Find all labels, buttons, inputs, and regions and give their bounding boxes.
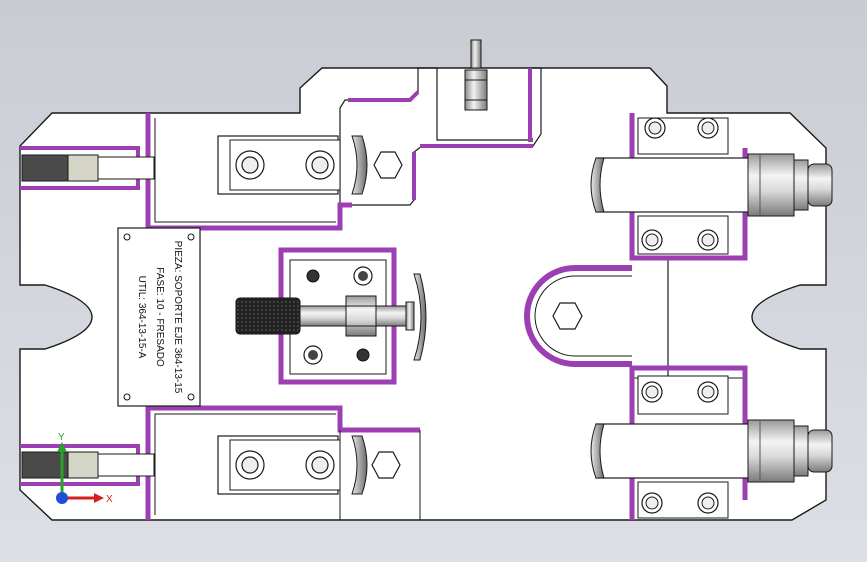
top-hex-nut	[464, 39, 488, 111]
upper-right-clamp	[590, 113, 833, 261]
upper-left-clamp-pocket	[145, 113, 368, 231]
lower-left-clamp-pocket	[145, 405, 421, 520]
lower-hex-boss	[371, 451, 401, 479]
left-locator-top	[20, 146, 155, 190]
triad-y-label: Y	[58, 432, 65, 443]
plate-label-line2: FASE: 10 - FRESADO	[154, 267, 165, 367]
top-center-block	[339, 67, 542, 206]
identification-plate: PIEZA: SOPORTE EJE 364-13-15 FASE: 10 - …	[117, 227, 201, 407]
plate-label-line3: UTIL: 364-13-15-A	[136, 276, 147, 359]
plate-label-line1: PIEZA: SOPORTE EJE 364-13-15	[172, 241, 183, 394]
lower-right-clamp	[590, 365, 833, 520]
triad-x-label: X	[106, 494, 113, 505]
left-locator-bottom	[20, 444, 155, 486]
coordinate-triad: X Y	[56, 432, 113, 505]
toggle-clamp-screw	[235, 273, 427, 361]
upper-hex-boss	[373, 151, 403, 179]
